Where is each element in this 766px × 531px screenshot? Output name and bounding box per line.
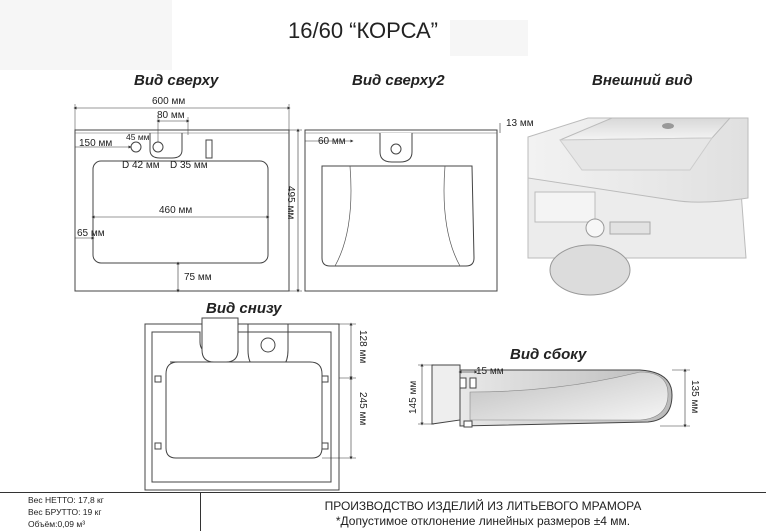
dim-460: 460 мм: [159, 205, 193, 216]
exterior-view: [520, 95, 749, 296]
dim-245: 245 мм: [357, 392, 368, 426]
dim-128: 128 мм: [357, 330, 368, 364]
header-left-panel: [0, 0, 172, 70]
view-title-top2: Вид сверху2: [352, 72, 445, 89]
dim-495: 495 мм: [285, 186, 296, 220]
header-right-panel: [450, 20, 528, 56]
top-view-2: [304, 123, 501, 292]
dim-15: 15 мм: [476, 366, 504, 377]
specs-panel: Вес НЕТТО: 17,8 кг Вес БРУТТО: 19 кг Объ…: [0, 493, 201, 531]
dim-60: 60 мм: [318, 136, 346, 147]
dim-d42: D 42 мм: [122, 160, 160, 171]
dim-135: 135 мм: [689, 380, 700, 414]
footer-production-line: ПРОИЗВОДСТВО ИЗДЕЛИЙ ИЗ ЛИТЬЕВОГО МРАМОР…: [324, 499, 642, 513]
dim-75: 75 мм: [184, 272, 212, 283]
dim-80: 80 мм: [157, 110, 185, 121]
footer-tolerance-note: *Допустимое отклонение линейных размеров…: [335, 514, 631, 528]
view-title-bottom: Вид снизу: [206, 300, 282, 317]
view-title-exterior: Внешний вид: [592, 72, 693, 89]
side-view: [418, 363, 690, 428]
dim-65: 65 мм: [77, 228, 105, 239]
dim-width-600: 600 мм: [152, 96, 186, 107]
spec-volume: Объём:0,09 м³: [28, 519, 86, 529]
dim-d35: D 35 мм: [170, 160, 208, 171]
view-title-top: Вид сверху: [134, 72, 219, 89]
spec-net-weight: Вес НЕТТО: 17,8 кг: [28, 495, 104, 505]
page-title: 16/60 “КОРСА”: [288, 18, 439, 43]
view-title-side: Вид сбоку: [510, 346, 587, 363]
dim-13: 13 мм: [506, 118, 534, 129]
bottom-view: [144, 317, 356, 491]
top-view: [73, 104, 302, 293]
footer: Вес НЕТТО: 17,8 кг Вес БРУТТО: 19 кг Объ…: [0, 492, 766, 531]
dim-145: 145 мм: [408, 380, 419, 414]
spec-gross-weight: Вес БРУТТО: 19 кг: [28, 507, 102, 517]
dim-45: 45 мм: [126, 132, 150, 142]
dim-150: 150 мм: [79, 138, 113, 149]
